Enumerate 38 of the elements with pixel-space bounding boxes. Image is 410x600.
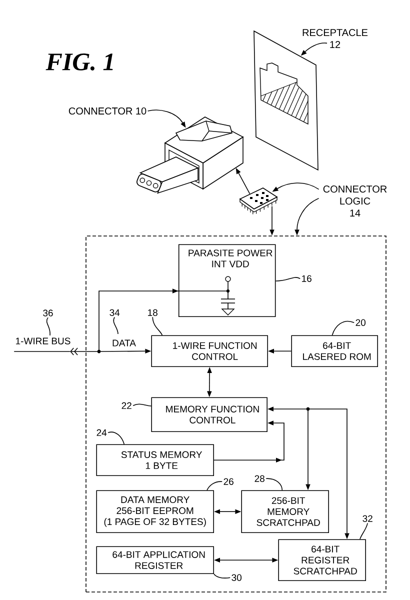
part-label: RECEPTACLE 12: [302, 29, 368, 48]
process-box: 64-BIT REGISTER SCRATCHPAD: [278, 539, 366, 581]
process-box: DATA MEMORY 256-BIT EEPROM (1 PAGE OF 32 BYTES): [96, 490, 214, 533]
reference-numeral: 20: [356, 319, 366, 326]
process-box: 1-WIRE FUNCTION CONTROL: [151, 335, 268, 367]
part-label: CONNECTOR LOGIC 14: [323, 186, 387, 216]
reference-numeral: 32: [362, 515, 372, 522]
process-box: 64-BIT APPLICATION REGISTER: [96, 546, 214, 574]
leader-line: [152, 316, 163, 336]
reference-numeral: 18: [148, 309, 158, 316]
leader-line: [113, 316, 118, 334]
process-box: MEMORY FUNCTION CONTROL: [151, 397, 268, 432]
process-box: PARASITE POWER INT VDD: [178, 244, 276, 317]
reference-numeral: 24: [96, 429, 107, 436]
leader-line: [214, 574, 231, 578]
process-box: 64-BIT LASERED ROM: [291, 335, 378, 367]
leader-line: [275, 277, 301, 282]
reference-numeral: 26: [224, 478, 234, 485]
leader-line: [108, 432, 125, 445]
signal-label: 1-WIRE BUS: [16, 338, 70, 344]
leader-line: [206, 481, 223, 491]
leader-line: [132, 404, 152, 406]
leader-line: [360, 522, 368, 540]
reference-numeral: 36: [43, 310, 53, 316]
reference-numeral: 22: [122, 402, 132, 409]
leader-line: [332, 320, 355, 336]
reference-numeral: 30: [232, 574, 242, 581]
arrow: [214, 420, 284, 462]
reference-numeral: 16: [302, 275, 312, 282]
dashed-frame: [86, 236, 386, 592]
reference-numeral: 28: [254, 475, 264, 482]
part-label: CONNECTOR 10: [68, 107, 146, 115]
process-box: 256-BIT MEMORY SCRATCHPAD: [241, 490, 329, 533]
process-box: STATUS MEMORY 1 BYTE: [96, 444, 214, 476]
figure-title: FIG. 1: [46, 54, 113, 70]
reference-numeral: 34: [110, 309, 120, 316]
leader-line: [46, 317, 50, 336]
leader-line: [266, 478, 283, 491]
